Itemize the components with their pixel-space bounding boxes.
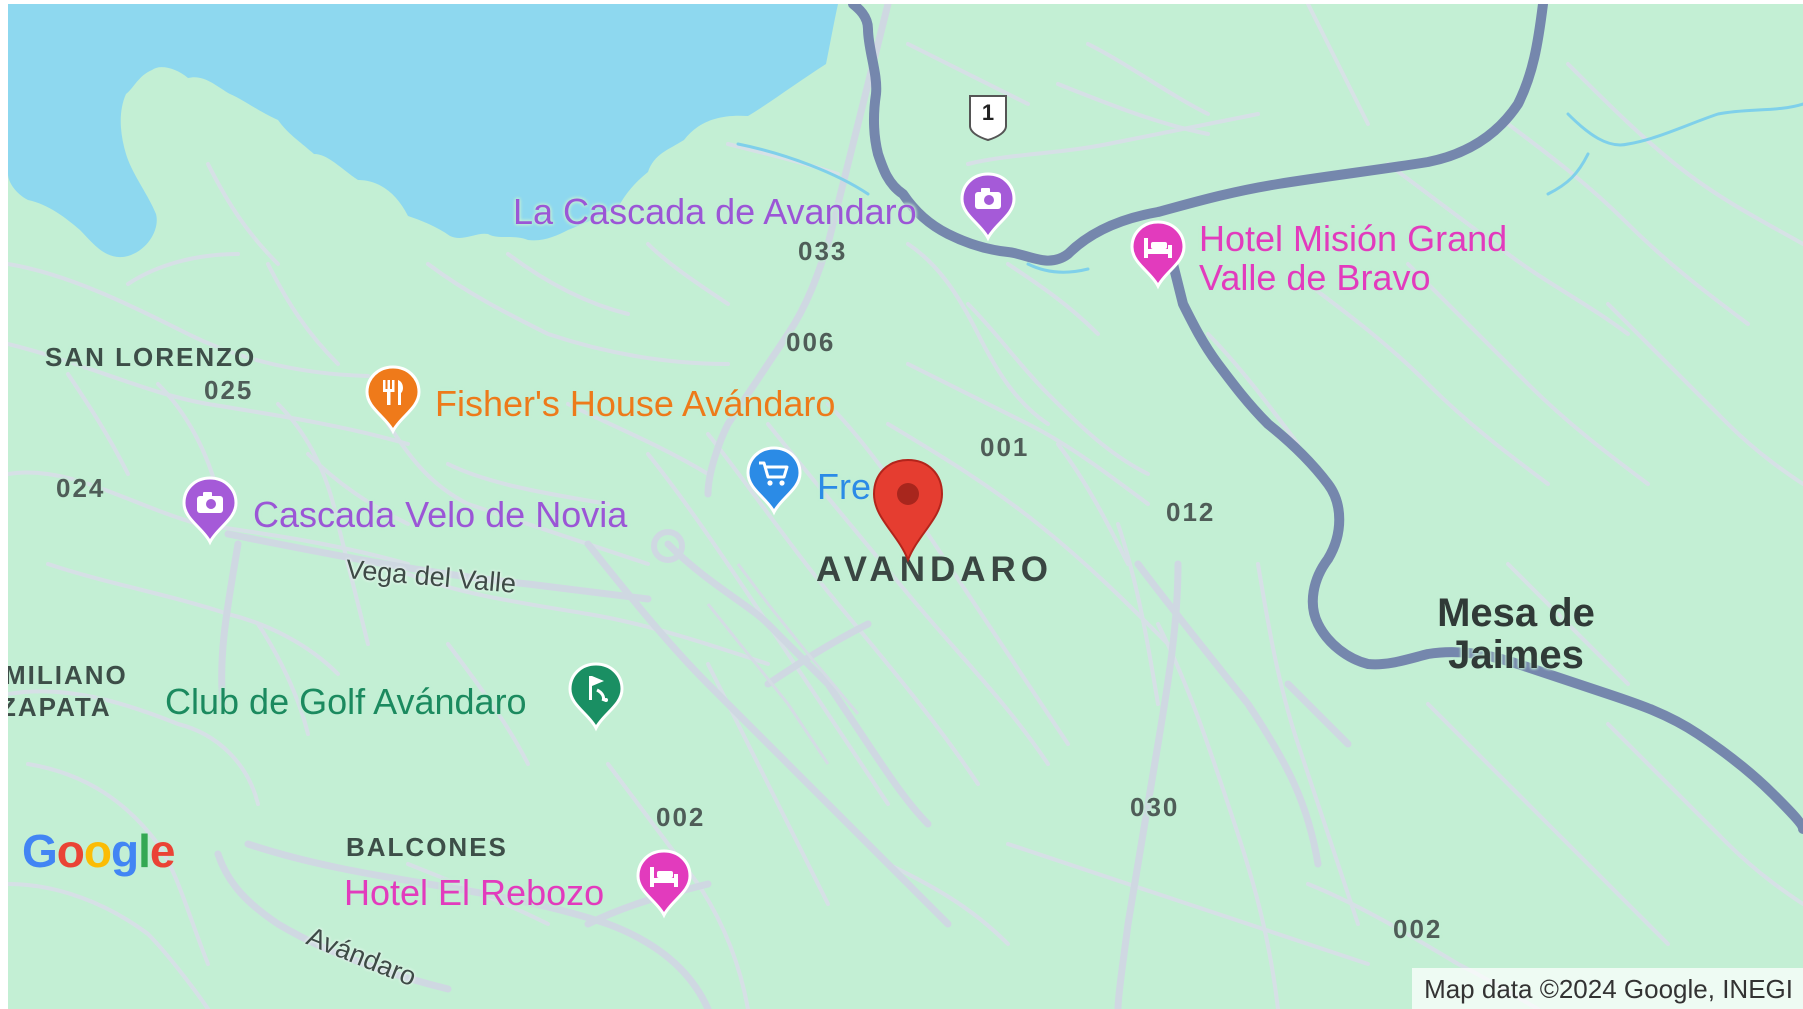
highway-shield-1 [969, 95, 1007, 142]
town-label-line1: Mesa de [1437, 591, 1595, 635]
map-base-layer [8, 4, 1803, 1009]
area-label-emiliano-zapata-line1: MILIANO [8, 660, 128, 690]
town-label-mesa-de-jaimes: Mesa de Jaimes [1416, 592, 1616, 676]
google-logo: Google [22, 824, 175, 878]
locality-code-024: 024 [56, 473, 106, 503]
location-marker-shape [872, 458, 944, 563]
locality-code-002: 002 [656, 802, 706, 832]
golf-icon [568, 662, 624, 732]
area-label-emiliano-zapata-line2: ZAPATA [8, 692, 112, 722]
area-label-san-lorenzo: SAN LORENZO [45, 342, 257, 372]
poi-pin-la-cascada[interactable] [959, 172, 1017, 242]
hotel-bed-icon [636, 849, 692, 919]
hotel-bed-icon [1130, 220, 1186, 290]
poi-pin-cascada-velo[interactable] [181, 476, 239, 546]
locality-code-006: 006 [786, 327, 836, 357]
locality-code-002-east: 002 [1393, 914, 1443, 944]
map-attribution: Map data ©2024 Google, INEGI [1412, 968, 1803, 1009]
red-location-pin-icon[interactable] [868, 456, 948, 566]
poi-label-hotel-rebozo[interactable]: Hotel El Rebozo [344, 872, 605, 913]
poi-label-fishers-house[interactable]: Fisher's House Avándaro [435, 383, 836, 424]
poi-pin-hotel-rebozo[interactable] [635, 849, 693, 919]
poi-label-hotel-mision[interactable]: Hotel Misión Grand Valle de Bravo [1199, 218, 1508, 298]
camera-icon [182, 476, 238, 546]
locality-code-025: 025 [204, 375, 254, 405]
town-label-line2: Jaimes [1448, 633, 1584, 677]
poi-label-hotel-mision-line1: Hotel Misión Grand [1199, 218, 1508, 259]
poi-pin-club-golf[interactable] [567, 662, 625, 732]
poi-label-club-golf[interactable]: Club de Golf Avándaro [165, 681, 527, 722]
area-label-avandaro: AVANDARO [816, 550, 1054, 589]
camera-icon [960, 172, 1016, 242]
poi-pin-fishers-house[interactable] [364, 365, 422, 435]
shopping-cart-icon [746, 446, 802, 516]
poi-label-cascada-velo[interactable]: Cascada Velo de Novia [253, 494, 628, 535]
highway-number: 1 [981, 100, 995, 125]
area-label-balcones: BALCONES [346, 832, 508, 862]
poi-label-la-cascada[interactable]: La Cascada de Avandaro [513, 191, 917, 232]
poi-pin-hotel-mision[interactable] [1129, 220, 1187, 290]
locality-code-001: 001 [980, 432, 1030, 462]
lake-water [8, 4, 838, 258]
locality-code-012: 012 [1166, 497, 1216, 527]
poi-pin-fre-store[interactable] [745, 446, 803, 516]
locality-code-033: 033 [798, 236, 848, 266]
restaurant-icon [365, 365, 421, 435]
poi-label-hotel-mision-line2: Valle de Bravo [1199, 256, 1431, 298]
locality-code-030: 030 [1130, 792, 1180, 822]
poi-label-fre-store[interactable]: Fre [817, 466, 871, 507]
google-logo-text: Google [22, 825, 175, 877]
map-canvas[interactable]: 1 SAN LORENZO MILIANO ZAPATA BALCONES AV… [8, 4, 1803, 1009]
